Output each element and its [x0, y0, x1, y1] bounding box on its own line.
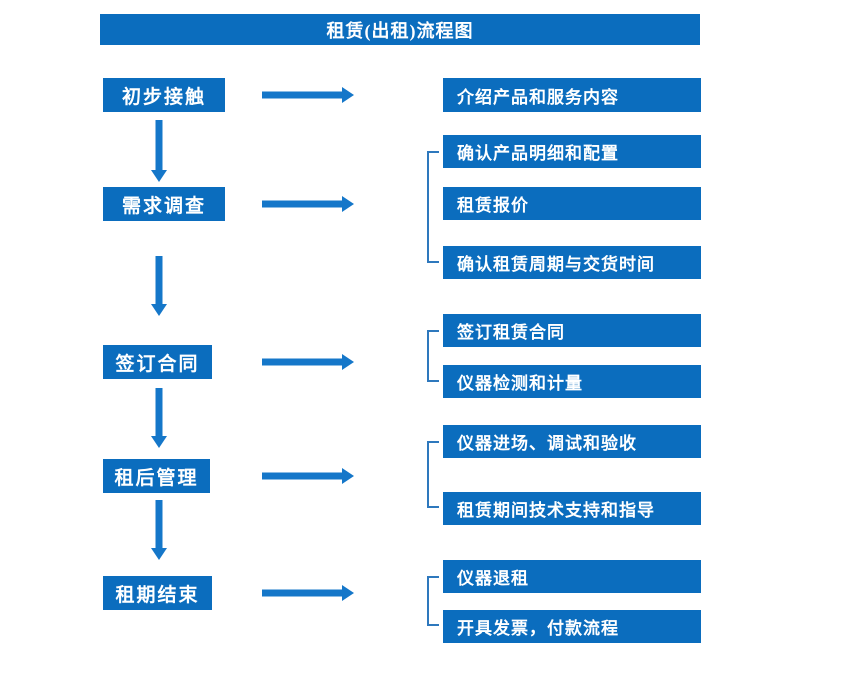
group-bracket-demand-survey	[427, 151, 439, 263]
arrow-stem	[262, 472, 343, 480]
detail-box-confirm-period-delivery: 确认租赁周期与交货时间	[443, 246, 701, 279]
arrow-head	[151, 170, 167, 182]
arrow-stem	[262, 200, 343, 208]
detail-box-rental-quotation: 租赁报价	[443, 187, 701, 220]
flow-arrow-down-2	[150, 256, 168, 316]
step-box-initial-contact: 初步接触	[103, 78, 225, 112]
step-box-post-rental-management: 租后管理	[103, 459, 210, 493]
step-box-rental-end: 租期结束	[103, 576, 212, 610]
detail-box-instrument-return: 仪器退租	[443, 560, 701, 593]
detail-box-confirm-product-config: 确认产品明细和配置	[443, 135, 701, 168]
arrow-head	[151, 304, 167, 316]
diagram-title: 租赁(出租)流程图	[100, 14, 700, 45]
flow-arrow-down-4	[150, 500, 168, 560]
flow-arrow-right-3	[262, 353, 354, 371]
detail-box-instrument-setup-acceptance: 仪器进场、调试和验收	[443, 425, 701, 458]
flow-arrow-right-5	[262, 584, 354, 602]
detail-box-tech-support: 租赁期间技术支持和指导	[443, 492, 701, 525]
arrow-stem	[262, 358, 343, 366]
detail-box-introduce-products: 介绍产品和服务内容	[443, 78, 701, 112]
detail-box-instrument-testing: 仪器检测和计量	[443, 365, 701, 398]
flow-arrow-down-3	[150, 388, 168, 448]
arrow-stem	[262, 91, 343, 99]
flow-arrow-down-1	[150, 120, 168, 182]
detail-box-invoice-payment: 开具发票，付款流程	[443, 610, 701, 643]
arrow-stem	[155, 500, 163, 549]
flow-arrow-right-4	[262, 467, 354, 485]
flow-arrow-right-1	[262, 86, 354, 104]
group-bracket-sign-contract	[427, 330, 439, 382]
group-bracket-post-rental	[427, 441, 439, 508]
step-box-sign-contract: 签订合同	[103, 345, 212, 379]
arrow-head	[342, 468, 354, 484]
step-box-demand-survey: 需求调查	[103, 187, 225, 221]
arrow-stem	[262, 589, 343, 597]
arrow-head	[342, 87, 354, 103]
arrow-stem	[155, 256, 163, 305]
arrow-stem	[155, 388, 163, 437]
arrow-head	[342, 196, 354, 212]
detail-box-sign-rental-contract: 签订租赁合同	[443, 314, 701, 347]
arrow-head	[342, 585, 354, 601]
arrow-head	[151, 436, 167, 448]
arrow-head	[151, 548, 167, 560]
group-bracket-rental-end	[427, 576, 439, 626]
flow-arrow-right-2	[262, 195, 354, 213]
arrow-head	[342, 354, 354, 370]
arrow-stem	[155, 120, 163, 171]
